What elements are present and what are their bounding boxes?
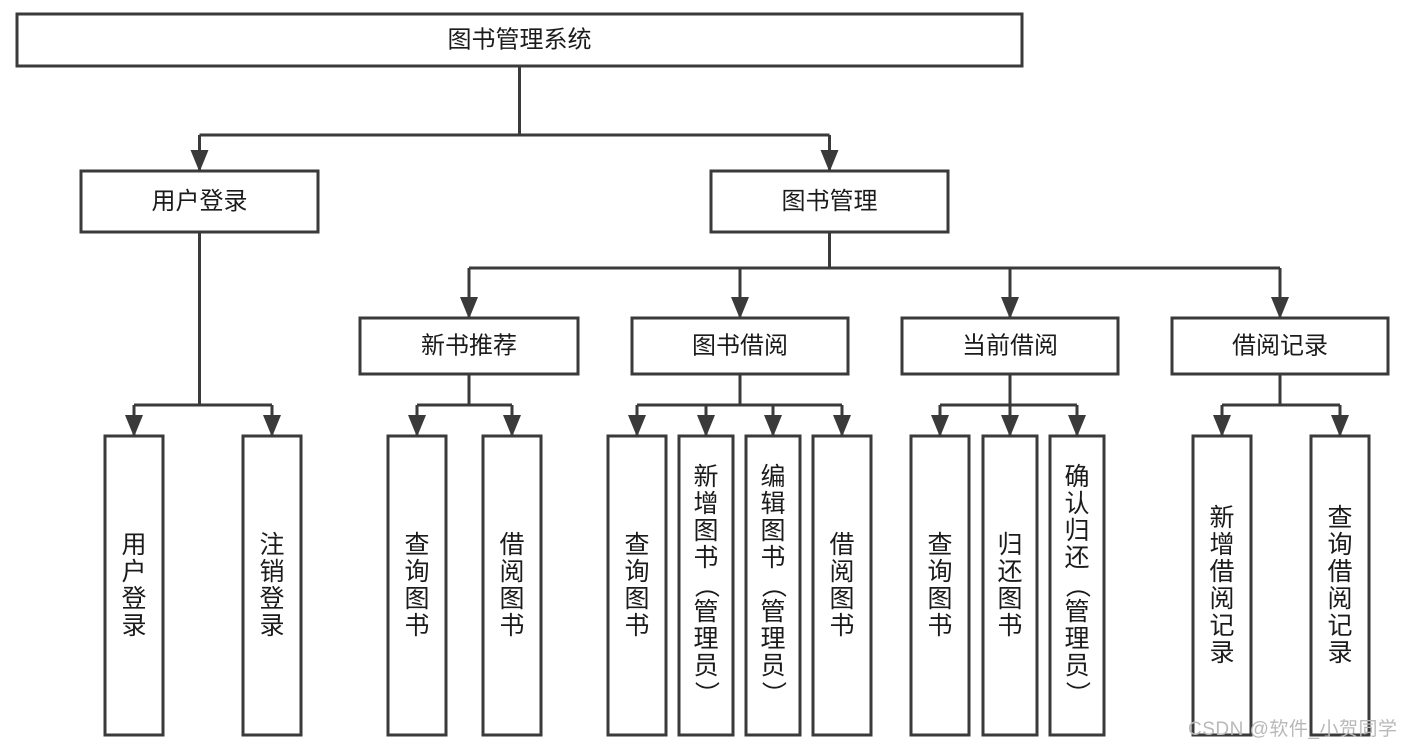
arrow-head-icon bbox=[263, 415, 281, 437]
node-box-leaf4[interactable] bbox=[481, 434, 543, 737]
node-box-leaf13[interactable] bbox=[1309, 434, 1371, 737]
node-box-leaf7[interactable] bbox=[744, 434, 802, 737]
node-label-login: 用户登录 bbox=[152, 188, 248, 215]
node-box-leaf1[interactable] bbox=[103, 434, 165, 737]
arrow-head-icon bbox=[1213, 415, 1231, 437]
node-box-leaf8[interactable] bbox=[811, 434, 873, 737]
node-box-records[interactable] bbox=[1170, 316, 1390, 376]
arrow-head-icon bbox=[460, 297, 478, 319]
arrow-head-icon bbox=[697, 415, 715, 437]
arrow-head-icon bbox=[764, 415, 782, 437]
arrow-head-icon bbox=[503, 415, 521, 437]
node-label-borrow: 图书借阅 bbox=[692, 332, 788, 359]
arrow-head-icon bbox=[190, 150, 209, 172]
arrow-head-icon bbox=[1331, 415, 1349, 437]
arrow-head-icon bbox=[820, 150, 839, 172]
watermark-text: CSDN @软件_小贺同学 bbox=[1188, 719, 1398, 740]
arrow-head-icon bbox=[628, 415, 646, 437]
node-box-leaf3[interactable] bbox=[386, 434, 448, 737]
arrow-head-icon bbox=[833, 415, 851, 437]
node-label-records: 借阅记录 bbox=[1232, 332, 1328, 359]
arrow-head-icon bbox=[731, 297, 749, 319]
arrow-head-icon bbox=[125, 415, 143, 437]
arrow-head-icon bbox=[1271, 297, 1289, 319]
arrow-head-icon bbox=[1068, 415, 1086, 437]
node-box-leaf10[interactable] bbox=[981, 434, 1039, 737]
arrow-head-icon bbox=[1001, 297, 1019, 319]
connector-edges bbox=[125, 66, 1349, 437]
node-label-newbook: 新书推荐 bbox=[421, 332, 517, 359]
node-box-leaf12[interactable] bbox=[1191, 434, 1253, 737]
node-box-leaf9[interactable] bbox=[909, 434, 971, 737]
node-box-current[interactable] bbox=[900, 316, 1120, 376]
node-box-login[interactable] bbox=[79, 169, 320, 234]
arrow-head-icon bbox=[931, 415, 949, 437]
node-box-leaf6[interactable] bbox=[677, 434, 735, 737]
arrow-head-icon bbox=[1001, 415, 1019, 437]
node-label-bookmgmt: 图书管理 bbox=[782, 188, 878, 215]
node-box-bookmgmt[interactable] bbox=[709, 169, 950, 234]
node-box-leaf11[interactable] bbox=[1048, 434, 1106, 737]
node-box-newbook[interactable] bbox=[358, 316, 580, 376]
node-label-root: 图书管理系统 bbox=[448, 26, 592, 53]
node-label-current: 当前借阅 bbox=[962, 332, 1058, 359]
node-box-leaf2[interactable] bbox=[241, 434, 303, 737]
node-box-leaf5[interactable] bbox=[606, 434, 668, 737]
node-boxes bbox=[15, 12, 1390, 737]
node-box-borrow[interactable] bbox=[630, 316, 850, 376]
node-box-root[interactable] bbox=[15, 12, 1024, 68]
arrow-head-icon bbox=[408, 415, 426, 437]
